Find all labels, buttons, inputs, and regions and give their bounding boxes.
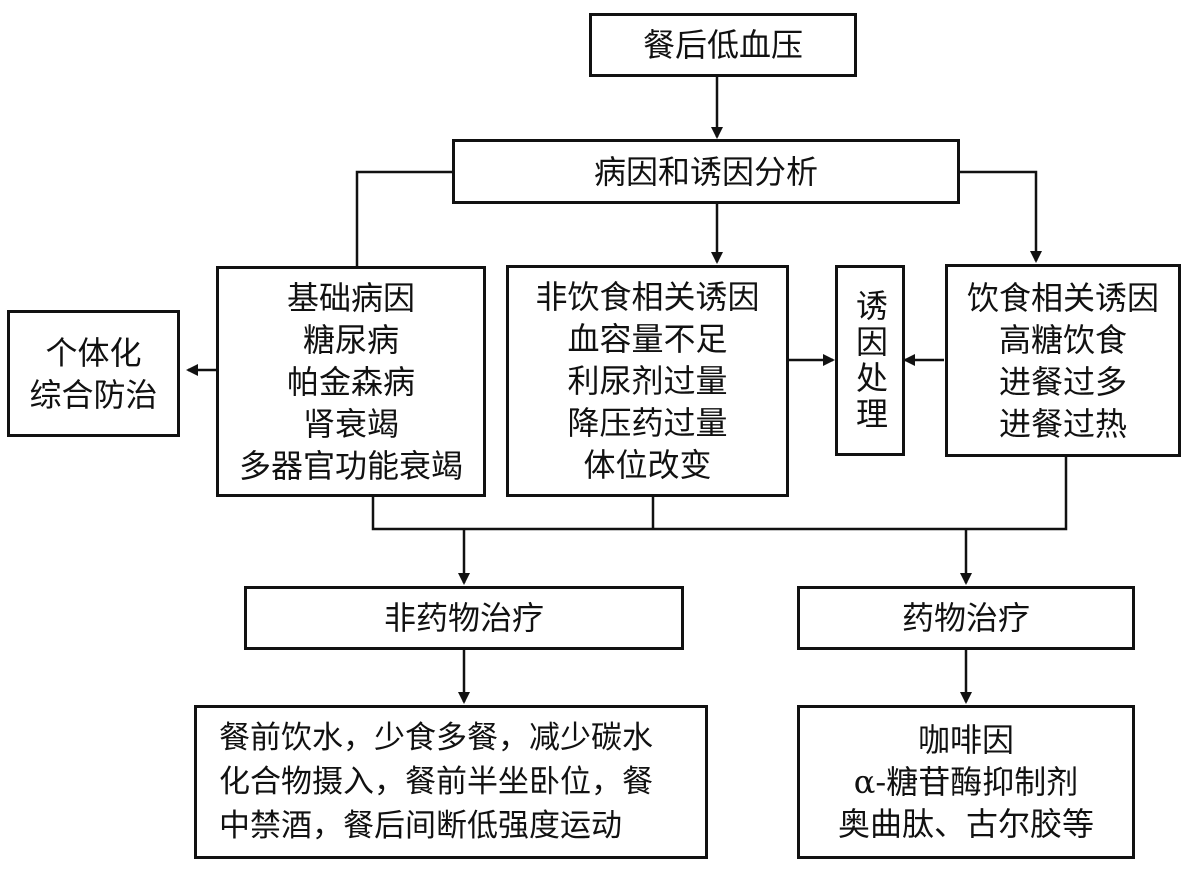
drug-label: 药物治疗 [901, 599, 1030, 637]
line-analysis-to-basic [355, 170, 452, 266]
nondrug-detail-line: 化合物摄入，餐前半坐卧位，餐 [219, 764, 653, 800]
diet-item: 进餐过多 [998, 362, 1127, 401]
arrow-analysis-to-diet [960, 170, 1042, 263]
top-label: 餐后低血压 [642, 26, 803, 64]
drug-detail-box: 咖啡因 α-糖苷酶抑制剂 奥曲肽、古尔胶等 [797, 705, 1135, 859]
non-drug-detail-box: 餐前饮水，少食多餐，减少碳水 化合物摄入，餐前半坐卧位，餐 中禁酒，餐后间断低强… [194, 705, 708, 859]
basic-cause-item: 基础病因 [286, 278, 415, 317]
non-diet-item: 降压药过量 [567, 404, 728, 442]
nondrug-detail-line: 餐前饮水，少食多餐，减少碳水 [219, 720, 653, 756]
basic-causes-box: 基础病因 糖尿病 帕金森病 肾衰竭 多器官功能衰竭 [216, 266, 486, 497]
diet-item: 饮食相关诱因 [966, 278, 1159, 317]
individualized-treatment-box: 个体化 综合防治 [7, 310, 180, 437]
individual-line: 个体化 [45, 333, 142, 372]
non-diet-triggers-box: 非饮食相关诱因 血容量不足 利尿剂过量 降压药过量 体位改变 [506, 265, 789, 497]
trigger-handling-line: 诱因 [851, 288, 889, 361]
basic-cause-item: 帕金森病 [286, 362, 415, 401]
basic-cause-item: 肾衰竭 [302, 404, 399, 443]
trigger-handling-line: 处理 [851, 360, 889, 433]
diet-item: 高糖饮食 [998, 320, 1127, 359]
trigger-handling-box: 诱因 处理 [835, 265, 905, 456]
non-diet-item: 血容量不足 [567, 320, 728, 358]
nondrug-label: 非药物治疗 [383, 599, 544, 637]
line-merge-bottom [371, 456, 1068, 531]
basic-cause-item: 多器官功能衰竭 [238, 446, 463, 485]
drug-detail-line: 咖啡因 [917, 721, 1014, 759]
non-drug-therapy-box: 非药物治疗 [244, 586, 684, 650]
basic-cause-item: 糖尿病 [302, 320, 399, 359]
diet-triggers-box: 饮食相关诱因 高糖饮食 进餐过多 进餐过热 [945, 264, 1181, 457]
drug-therapy-box: 药物治疗 [797, 586, 1135, 650]
non-diet-item: 体位改变 [583, 446, 712, 484]
non-diet-item: 利尿剂过量 [567, 362, 728, 400]
diet-item: 进餐过热 [998, 404, 1127, 443]
individual-line: 综合防治 [29, 375, 158, 414]
drug-detail-line: 奥曲肽、古尔胶等 [837, 805, 1094, 843]
postprandial-hypotension-box: 餐后低血压 [589, 13, 857, 77]
non-diet-item: 非饮食相关诱因 [535, 278, 760, 316]
cause-analysis-box: 病因和诱因分析 [452, 139, 960, 204]
analysis-label: 病因和诱因分析 [593, 152, 818, 191]
drug-detail-line: α-糖苷酶抑制剂 [853, 763, 1079, 801]
nondrug-detail-line: 中禁酒，餐后间断低强度运动 [219, 808, 622, 844]
